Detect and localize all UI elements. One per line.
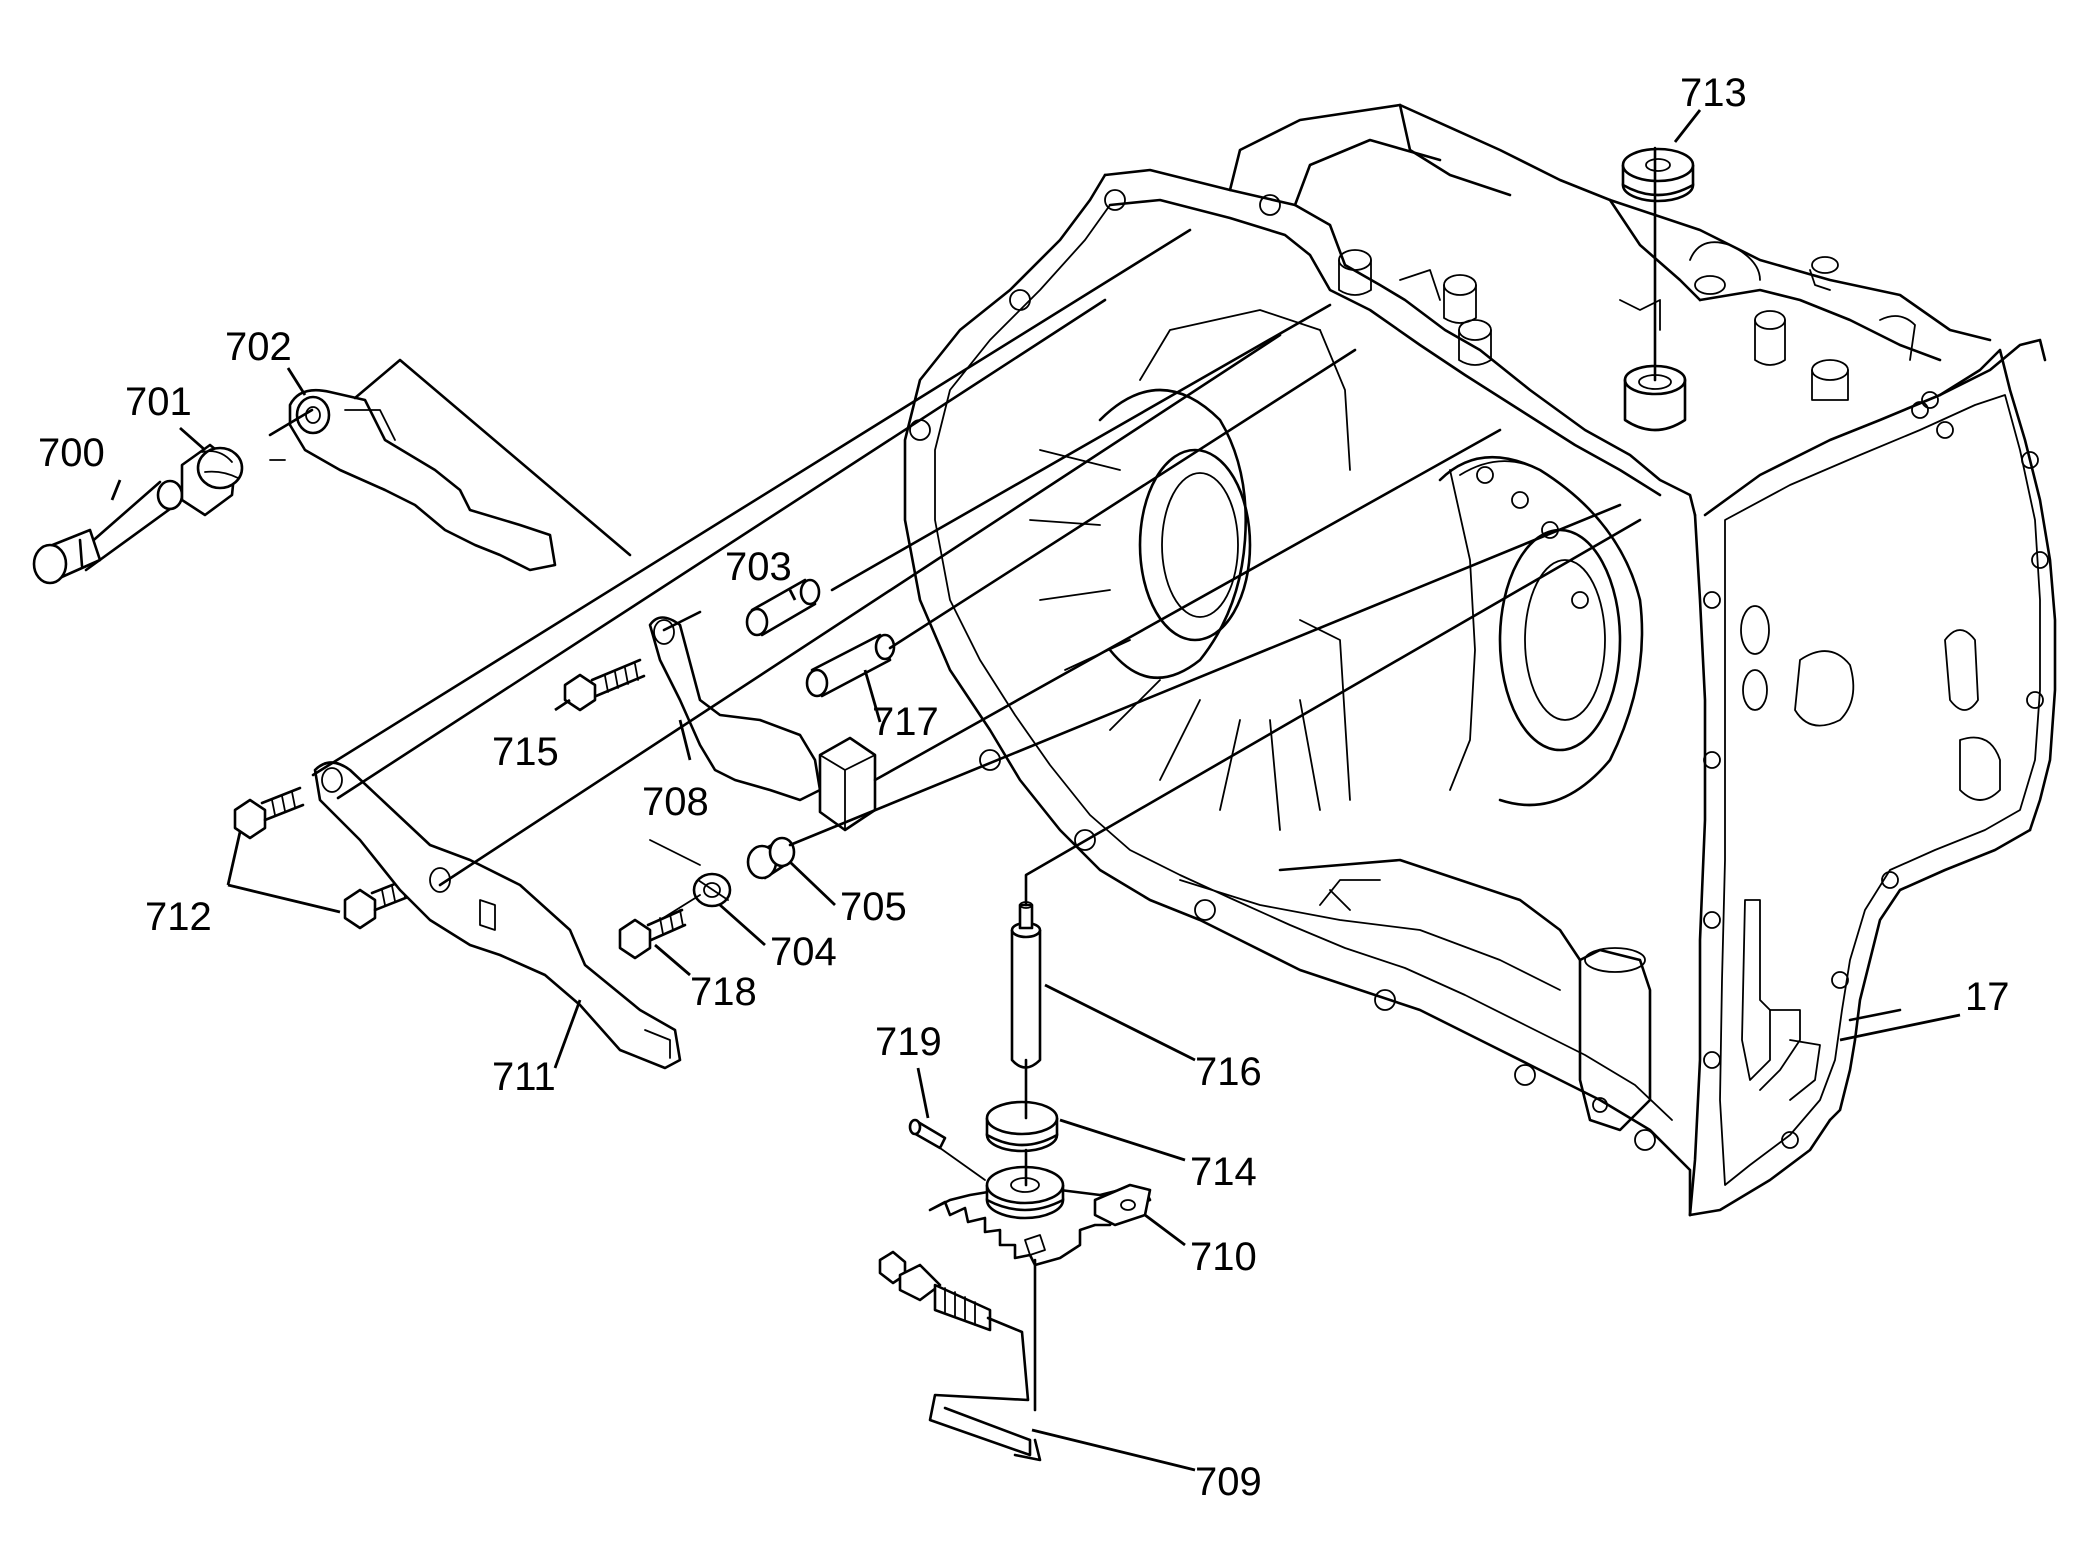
part-705-bushing — [746, 836, 796, 880]
callout-700: 700 — [38, 431, 105, 475]
callout-715: 715 — [492, 730, 559, 774]
part-715-bolt — [563, 658, 646, 712]
callout-713: 713 — [1680, 71, 1747, 115]
callout-709: 709 — [1195, 1460, 1262, 1504]
part-702-lever — [268, 358, 632, 572]
transmission-case — [903, 103, 2057, 1217]
callout-701: 701 — [125, 380, 192, 424]
callout-17: 17 — [1965, 975, 2010, 1019]
assembly-lines — [269, 146, 1657, 1412]
part-719-pin — [908, 1118, 947, 1150]
top-bosses — [1338, 241, 1954, 439]
callout-718: 718 — [690, 970, 757, 1014]
part-704-clip — [692, 872, 732, 908]
part-709-park-rod — [878, 1250, 1042, 1462]
callout-719: 719 — [875, 1020, 942, 1064]
callout-labels: 700 701 702 703 717 708 715 712 711 704 … — [38, 71, 2010, 1504]
part-703-pin — [745, 578, 821, 637]
callout-702: 702 — [225, 325, 292, 369]
callout-704: 704 — [770, 930, 837, 974]
part-713-plug — [1621, 147, 1695, 203]
part-701-bushing — [180, 443, 244, 517]
callout-714: 714 — [1190, 1150, 1257, 1194]
part-708-bracket — [648, 616, 877, 832]
callout-716: 716 — [1195, 1050, 1262, 1094]
part-700-pin — [32, 479, 184, 585]
part-718-bolt — [618, 908, 687, 960]
part-714-seal — [985, 1100, 1059, 1153]
leader-lines — [110, 109, 1961, 1472]
callout-705: 705 — [840, 885, 907, 929]
part-710-detent-lever — [928, 1165, 1152, 1267]
callout-711: 711 — [492, 1055, 556, 1099]
callout-710: 710 — [1190, 1235, 1257, 1279]
callout-703: 703 — [725, 545, 792, 589]
callout-708: 708 — [642, 780, 709, 824]
callout-712: 712 — [145, 895, 212, 939]
part-717-pin — [805, 633, 896, 698]
callout-717: 717 — [872, 700, 939, 744]
part-716-shaft — [1010, 901, 1042, 1069]
